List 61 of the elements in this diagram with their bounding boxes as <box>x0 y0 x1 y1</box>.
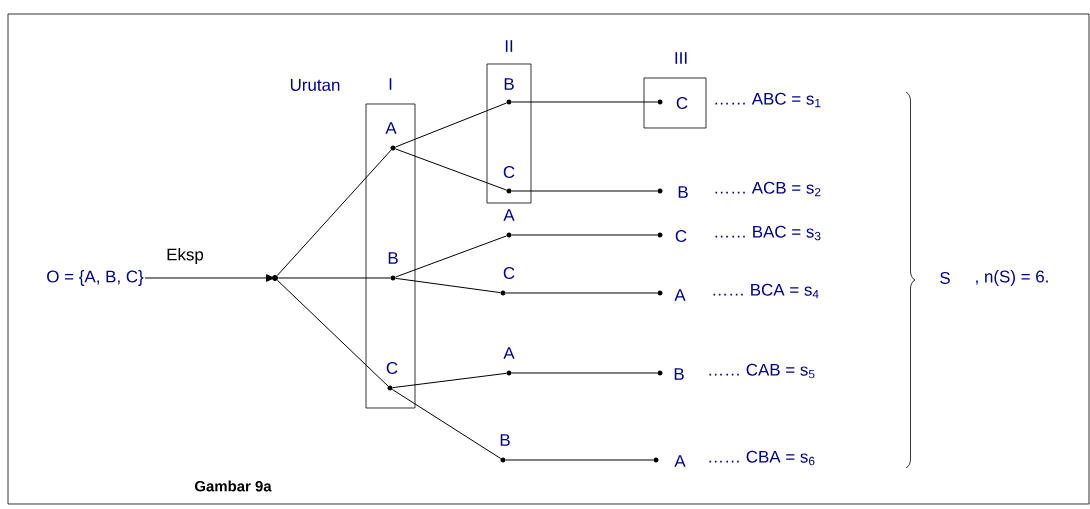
node-label: B <box>500 434 510 446</box>
node-label: C <box>386 361 398 374</box>
node-label: A <box>674 455 686 467</box>
tree-point: A <box>385 122 397 151</box>
node-label: B <box>678 186 688 198</box>
text-label: Urutan <box>290 79 340 91</box>
branch-line <box>511 234 658 236</box>
node-label: B <box>388 252 398 264</box>
node-label: III <box>675 52 687 64</box>
outcome-label: …… BCA = s$_{4}$ <box>713 283 819 299</box>
tree-point: C <box>657 97 688 109</box>
tree-point: A <box>653 455 686 467</box>
tree-point: C <box>500 267 515 296</box>
node-label: A <box>503 347 515 359</box>
set-label: O = {A, B, C} <box>47 270 144 286</box>
tree-point: B <box>657 186 688 198</box>
node-label: C <box>503 267 515 279</box>
branch-line <box>511 372 658 374</box>
tree-point: C <box>386 362 398 391</box>
tree-point: A <box>503 347 515 376</box>
tree-point: B <box>388 252 398 281</box>
outcome-label: …… ABC = s$_{1}$ <box>715 92 821 108</box>
edge-label: Eksp <box>167 248 204 264</box>
node-label: A <box>385 122 397 134</box>
branch-line <box>395 235 507 278</box>
tree-point: B <box>500 434 510 463</box>
tree-point: C <box>503 166 515 194</box>
branch-line <box>276 149 392 277</box>
branch-line <box>392 372 507 389</box>
node-label: C <box>676 97 688 109</box>
text-label: , n(S) = 6. <box>976 270 1048 286</box>
node-label: A <box>503 209 515 221</box>
branch-line <box>395 148 507 191</box>
node-label: C <box>503 166 515 178</box>
branch-line <box>144 274 275 282</box>
branch-line <box>511 190 658 192</box>
tree-point: A <box>503 209 515 238</box>
branch-line <box>511 101 658 103</box>
tree-point: B <box>657 368 684 380</box>
outcome-label: …… ACB = s$_{2}$ <box>715 181 821 197</box>
node-label: B <box>674 368 684 380</box>
outcome-label: …… BAC = s$_{3}$ <box>715 225 821 241</box>
branch-line <box>277 277 391 279</box>
outcome-label: …… CAB = s$_{5}$ <box>709 363 815 379</box>
tree-point: B <box>504 78 514 105</box>
branch-line <box>505 459 654 461</box>
node-label: A <box>674 289 686 301</box>
figure-caption: Gambar 9a <box>195 480 272 492</box>
branch-line <box>276 279 389 387</box>
text-label: S <box>940 272 950 284</box>
node-label: II <box>505 40 513 52</box>
branch-line <box>395 102 507 148</box>
tree-point: C <box>657 230 687 242</box>
outcome-label: …… CBA = s$_{6}$ <box>709 450 815 466</box>
node-label: I <box>389 78 392 90</box>
node-label: C <box>675 230 687 242</box>
branch-line <box>395 277 501 294</box>
branch-line <box>391 388 502 460</box>
node-label: B <box>504 78 514 90</box>
tree-point: A <box>657 289 686 301</box>
branch-line <box>505 292 658 294</box>
